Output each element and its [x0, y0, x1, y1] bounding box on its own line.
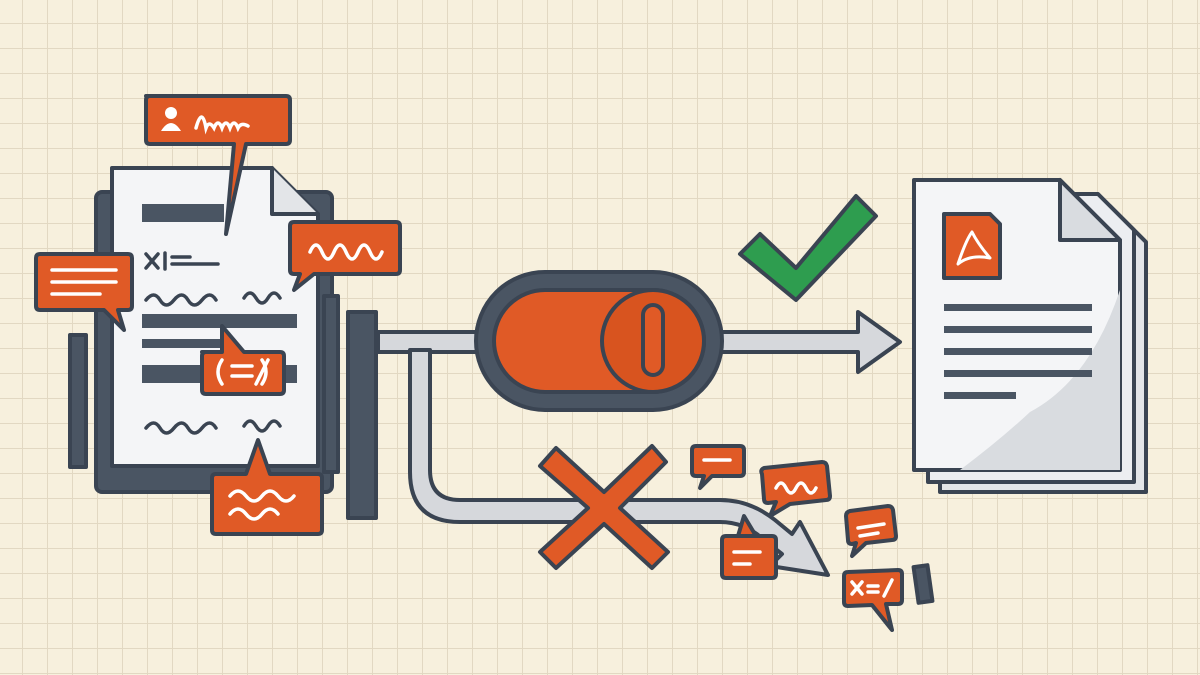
document-bar-2 — [142, 339, 232, 348]
comment-bubble-icon — [842, 568, 904, 632]
pdf-text-line-5 — [944, 392, 1016, 399]
document-fold — [270, 166, 320, 216]
document-formula — [144, 251, 220, 271]
comment-bubble-icon — [720, 514, 778, 580]
pdf-text-line-3 — [944, 348, 1092, 355]
comment-bubble-icon — [200, 324, 286, 396]
pdf-text-line-1 — [944, 304, 1092, 311]
comment-bubble-icon — [844, 504, 898, 558]
toggle-switch — [474, 270, 724, 412]
pdf-text-line-4 — [944, 370, 1092, 377]
user-icon — [165, 107, 177, 119]
comment-bubble-icon — [144, 94, 292, 236]
filter-bar-right — [346, 310, 378, 520]
document-scribble-2 — [144, 419, 282, 435]
left-side-bar — [68, 333, 88, 469]
comment-bubble-icon — [34, 252, 134, 332]
document-scribble-1 — [144, 291, 282, 307]
pdf-icon — [942, 212, 1002, 280]
source-document — [68, 166, 334, 494]
cross-icon — [538, 444, 670, 570]
document-heading-bar — [142, 204, 224, 222]
pdf-text-line-2 — [944, 326, 1092, 333]
comment-bubble-icon — [210, 438, 324, 536]
comment-bubble-icon — [690, 444, 746, 490]
pdf-page-fold — [1058, 178, 1122, 242]
debris-bar — [911, 563, 935, 605]
check-icon — [738, 194, 878, 302]
document-bar-1 — [142, 314, 297, 328]
filter-bar-left — [322, 294, 340, 474]
pdf-output-document — [912, 178, 1148, 494]
comment-bubble-icon — [759, 460, 832, 518]
comment-bubble-icon — [288, 220, 402, 292]
pdf-page-shade — [960, 290, 1120, 470]
